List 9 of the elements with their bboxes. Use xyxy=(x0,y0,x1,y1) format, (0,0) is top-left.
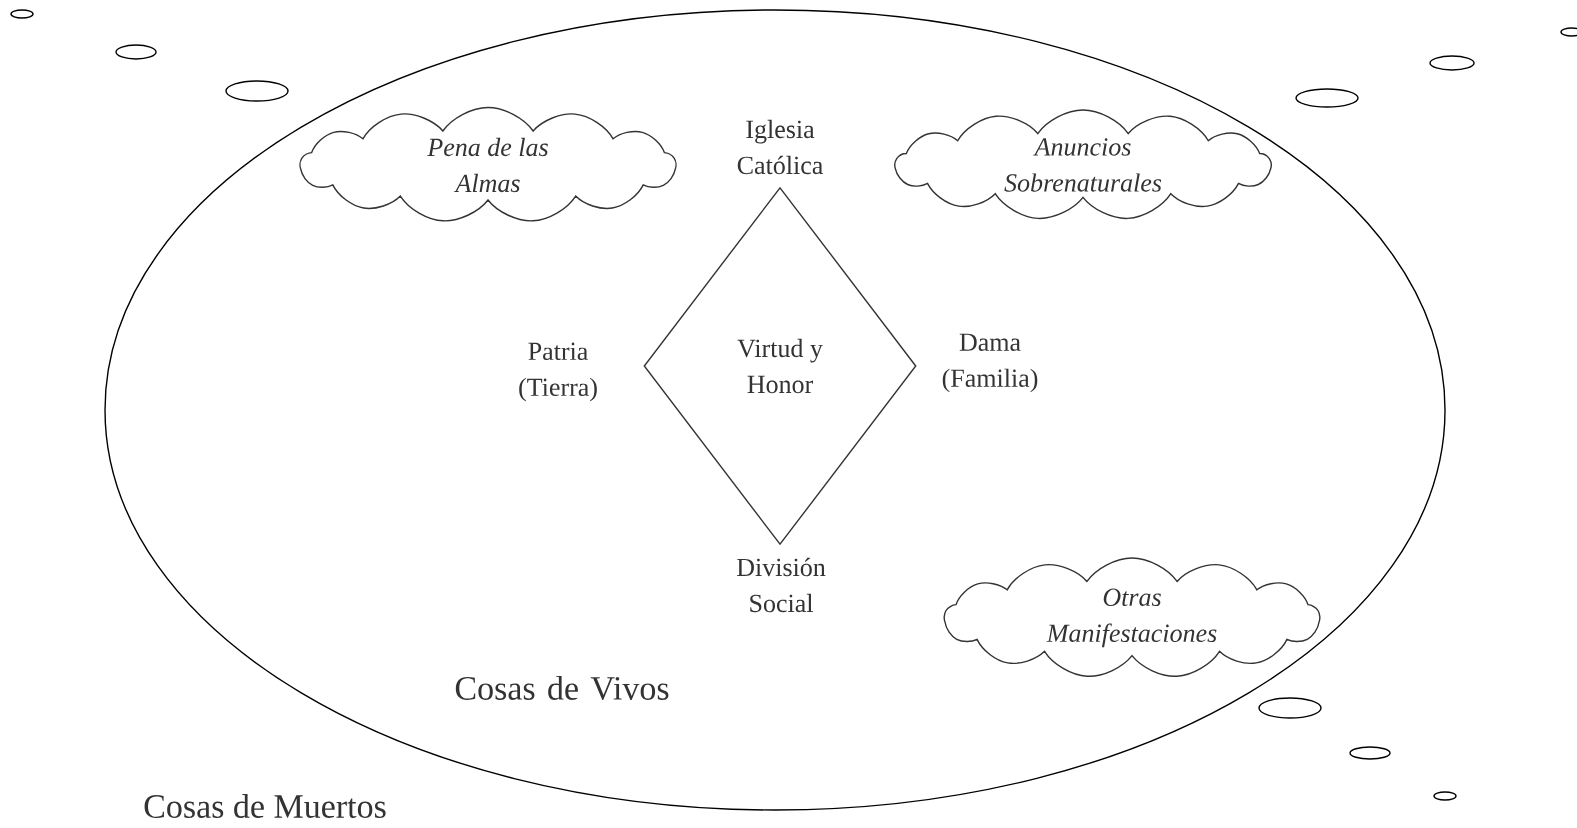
region-label: Cosas de Muertos xyxy=(144,794,386,818)
region-label: Cosas de Vivos xyxy=(455,675,669,701)
vertex-label: Patria (Tierra) xyxy=(519,342,597,402)
thought-cloud: Anuncios Sobrenaturales xyxy=(894,109,1272,220)
thought-cloud: Otras Manifestaciones xyxy=(943,557,1321,677)
vertex-label: División Social xyxy=(737,557,826,613)
vertex-label: Iglesia Católica xyxy=(737,119,823,175)
vertex-label: Dama (Familia) xyxy=(942,333,1038,393)
thought-cloud: Pena de las Almas xyxy=(299,106,677,222)
